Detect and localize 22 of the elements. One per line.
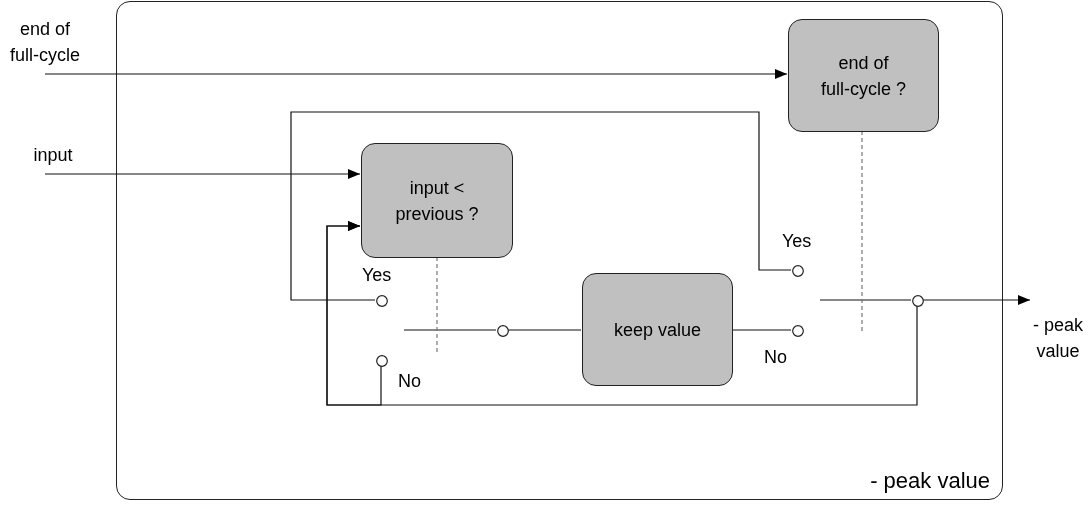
- arrow: [326, 221, 382, 406]
- switch-position-label: Yes: [782, 230, 812, 253]
- signal-label: - peak value: [1030, 290, 1086, 364]
- wire: [507, 329, 582, 331]
- switch-position-label: No: [764, 346, 787, 369]
- arrow: [44, 69, 788, 79]
- arrow: [922, 295, 1031, 305]
- process-box: input < previous ?: [361, 143, 513, 258]
- signal-label: input: [28, 135, 78, 174]
- actuator-line: [436, 256, 438, 355]
- switch-arm: [819, 299, 912, 301]
- arrow: [44, 169, 361, 179]
- process-box: keep value: [582, 273, 733, 386]
- switch-arm: [403, 329, 497, 331]
- process-box: end of full-cycle ?: [788, 19, 939, 132]
- frame-title: - peak value: [870, 469, 990, 493]
- switch-position-label: No: [398, 370, 421, 393]
- signal-label: end of full-cycle: [4, 10, 86, 74]
- system-frame: [116, 1, 1003, 500]
- wire: [290, 111, 792, 301]
- wire: [731, 329, 792, 331]
- switch-position-label: Yes: [362, 264, 392, 287]
